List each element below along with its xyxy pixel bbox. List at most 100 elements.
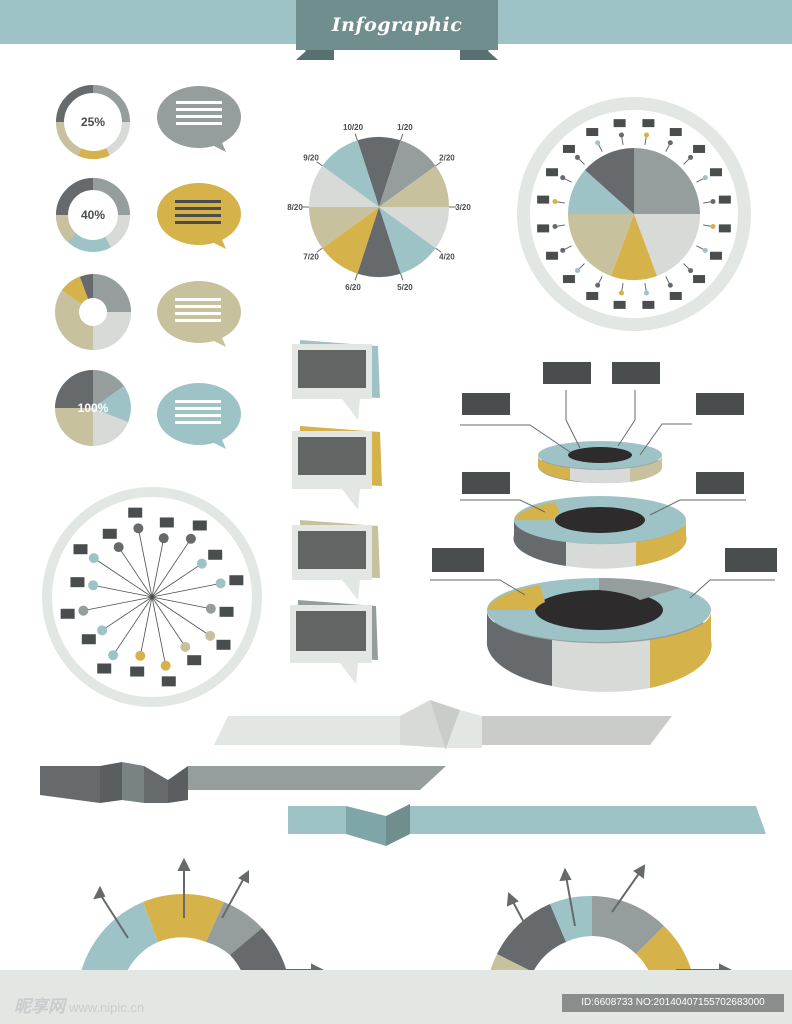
ring-pie-dot — [552, 198, 558, 204]
spoke-label-mark — [208, 549, 223, 560]
pie-label: 10/20 — [343, 123, 364, 132]
pie-label: 3/20 — [455, 203, 471, 212]
spoke-dot — [108, 650, 119, 661]
ribbon-grey — [40, 762, 446, 803]
ring-pie-dot — [710, 224, 716, 230]
pie-tick — [435, 161, 442, 167]
speech-bubble-grey — [157, 86, 241, 152]
spoke-label-mark — [216, 639, 231, 650]
spoke-line — [151, 538, 192, 598]
ring-pie-label-mark — [586, 291, 599, 300]
ring-pie-label-mark — [669, 128, 682, 137]
spoke-dot — [196, 558, 207, 569]
pie-label: 7/20 — [303, 252, 319, 261]
spoke-line — [137, 528, 153, 598]
pie-label: 1/20 — [397, 123, 413, 132]
note-card-2 — [292, 426, 382, 510]
ring-pie-label-mark — [709, 168, 722, 177]
speech-bubble-teal — [157, 383, 241, 449]
spoke-label-mark — [229, 575, 244, 586]
pie-tick — [316, 161, 323, 167]
spoke-label-mark — [70, 577, 85, 588]
spoke-line — [151, 582, 221, 598]
ring-pie-dot — [702, 175, 708, 181]
spoke-dot — [88, 553, 99, 564]
ring-pie-label-mark — [718, 195, 731, 204]
pie-label: 9/20 — [303, 154, 319, 163]
spoke-dot — [180, 641, 191, 652]
pie-tick — [435, 247, 442, 253]
spoke-line — [83, 596, 153, 612]
spoke-label-mark — [187, 655, 202, 666]
spoke-dot — [205, 603, 216, 614]
ring-pie-dot — [667, 282, 673, 288]
ring-pie-dot — [560, 247, 566, 253]
ring-pie-dot — [574, 268, 580, 274]
spoke-dot — [205, 630, 216, 641]
watermark-site: www.nipic.cn — [69, 1000, 145, 1015]
ring-pie-dot — [618, 290, 624, 296]
ring-pie-label-mark — [562, 144, 575, 153]
spoke-line — [101, 596, 153, 631]
spoke-line — [93, 584, 153, 598]
ring-80 — [55, 274, 131, 350]
spoke-label-mark — [161, 676, 176, 687]
pie-slice — [357, 137, 401, 207]
pie-slice — [322, 140, 379, 207]
stacked-ring-text-blocks — [432, 362, 777, 572]
ring-label-25: 25% — [80, 115, 106, 129]
spoke-label-mark — [60, 608, 75, 619]
stacked-ring-bottom — [486, 578, 712, 692]
ring-pie-dot — [688, 268, 694, 274]
pie-label: 8/20 — [287, 203, 303, 212]
spoke-dot — [160, 660, 171, 671]
ring-pie-dot — [595, 140, 601, 146]
ring-pie-label-mark — [669, 291, 682, 300]
ring-pie-label-mark — [586, 128, 599, 137]
ring-pie-label-mark — [693, 275, 706, 284]
ring-pie-dot — [574, 154, 580, 160]
image-id-bar: ID:6608733 NO:20140407155702683000 — [562, 994, 784, 1012]
spoke-label-mark — [81, 634, 96, 645]
pie-slice — [309, 207, 379, 249]
ring-pie-label-mark — [693, 144, 706, 153]
pie-label: 6/20 — [345, 283, 361, 292]
pie-slice — [322, 207, 379, 274]
ring-label-80: 80% — [80, 305, 106, 319]
ring-pie-label-mark — [537, 224, 550, 233]
ring-pie-label-mark — [642, 119, 655, 128]
pie-tick — [354, 133, 358, 141]
spoke-label-mark — [128, 507, 143, 518]
pie-slice — [357, 207, 401, 277]
spoke-line — [112, 596, 153, 656]
ring-pie-dot — [618, 132, 624, 138]
spoke-dot — [158, 533, 169, 544]
note-card-3 — [292, 520, 380, 600]
pie-label: 4/20 — [439, 252, 455, 261]
ring-pie-label-mark — [718, 224, 731, 233]
spoke-line — [139, 596, 153, 656]
ribbon-teal — [288, 804, 766, 846]
ring-pie-dot — [644, 132, 650, 138]
ribbon-light — [214, 700, 672, 750]
spoke-line — [93, 557, 153, 598]
spoke-label-mark — [97, 663, 112, 674]
spoke-dot — [135, 650, 146, 661]
watermark: 昵享网 www.nipic.cn — [14, 992, 144, 1017]
note-card-1 — [292, 340, 380, 420]
ring-25 — [56, 85, 130, 160]
spoke-label-mark — [159, 517, 174, 528]
pie-tick — [400, 133, 404, 141]
pie-tick — [354, 273, 358, 281]
ring-pie-label-mark — [562, 275, 575, 284]
spoke-line — [151, 596, 211, 610]
spoke-label-mark — [102, 528, 117, 539]
pie-tick — [316, 247, 323, 253]
stacked-ring-middle — [513, 496, 687, 569]
pie-slice — [379, 207, 436, 274]
watermark-brand: 昵享网 — [14, 997, 65, 1016]
spoke-dot — [133, 523, 144, 534]
stacked-ring-labels — [430, 390, 775, 599]
